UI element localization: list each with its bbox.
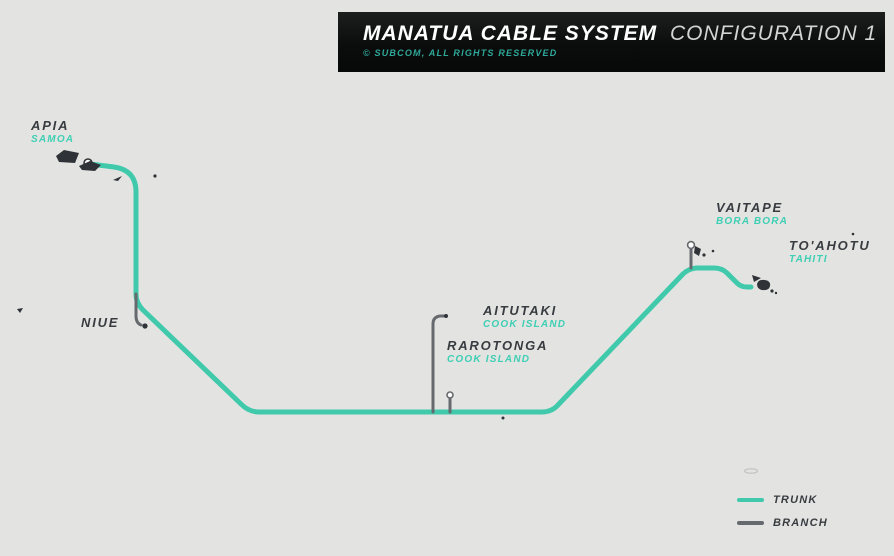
region-name: SAMOA: [31, 134, 75, 145]
city-name: APIA: [31, 118, 70, 133]
island-speck-toahotu: [851, 232, 855, 236]
trunk-line-swatch: [737, 498, 764, 502]
island-speck-south: [501, 416, 505, 420]
label-toahotu: TO'AHOTU TAHITI: [789, 239, 871, 266]
islands-group: [17, 150, 855, 420]
city-name: NIUE: [81, 315, 120, 330]
city-name: TO'AHOTU: [789, 238, 871, 253]
island-speck-bora-2: [711, 249, 715, 253]
label-apia: APIA SAMOA: [31, 119, 74, 146]
landing-ring-vaitape: [686, 240, 696, 250]
island-tahiti: [757, 279, 771, 291]
island-niue: [142, 323, 148, 329]
landing-ring-rarotonga: [446, 391, 454, 399]
region-name: COOK ISLAND: [447, 354, 531, 365]
page-title: MANATUA CABLE SYSTEM: [363, 22, 658, 45]
legend: TRUNK BRANCH: [737, 492, 828, 538]
city-name: AITUTAKI: [483, 303, 558, 318]
region-name: TAHITI: [789, 254, 828, 265]
island-bora-bora: [694, 246, 701, 256]
label-vaitape: VAITAPE BORA BORA: [716, 201, 788, 228]
title-bar: MANATUA CABLE SYSTEM CONFIGURATION 1 © S…: [338, 12, 885, 72]
trunk-cable-path: [87, 161, 754, 415]
region-name: COOK ISLAND: [483, 319, 567, 330]
branch-niue-path: [134, 292, 143, 327]
island-speck-tahiti-1: [770, 289, 774, 293]
island-speck-bora-1: [702, 253, 706, 257]
branch-line-swatch: [737, 521, 764, 525]
island-moorea: [752, 275, 761, 282]
city-name: RAROTONGA: [447, 338, 549, 353]
label-rarotonga: RAROTONGA COOK ISLAND: [447, 339, 548, 366]
copyright-text: © SUBCOM, ALL RIGHTS RESERVED: [363, 48, 558, 58]
island-savaii: [56, 150, 79, 163]
island-speck-west: [17, 308, 23, 313]
label-niue: NIUE: [81, 316, 119, 330]
city-name: VAITAPE: [716, 200, 784, 215]
region-name: BORA BORA: [716, 216, 789, 227]
legend-branch-label: BRANCH: [773, 517, 828, 529]
label-aitutaki: AITUTAKI COOK ISLAND: [483, 304, 566, 331]
branch-aitutaki-path: [431, 314, 446, 414]
legend-trunk-label: TRUNK: [773, 494, 818, 506]
island-speck-tahiti-2: [774, 291, 778, 295]
island-atoll-faint: [743, 468, 759, 474]
island-upolu: [79, 161, 101, 171]
island-speck-samoa-se: [113, 176, 122, 181]
legend-row-trunk: TRUNK: [737, 492, 828, 508]
title-line: MANATUA CABLE SYSTEM CONFIGURATION 1: [363, 22, 885, 46]
legend-row-branch: BRANCH: [737, 515, 828, 531]
island-speck-samoa-e: [153, 174, 157, 178]
island-aitutaki: [444, 314, 448, 318]
page-title-configuration: CONFIGURATION 1: [670, 22, 878, 45]
